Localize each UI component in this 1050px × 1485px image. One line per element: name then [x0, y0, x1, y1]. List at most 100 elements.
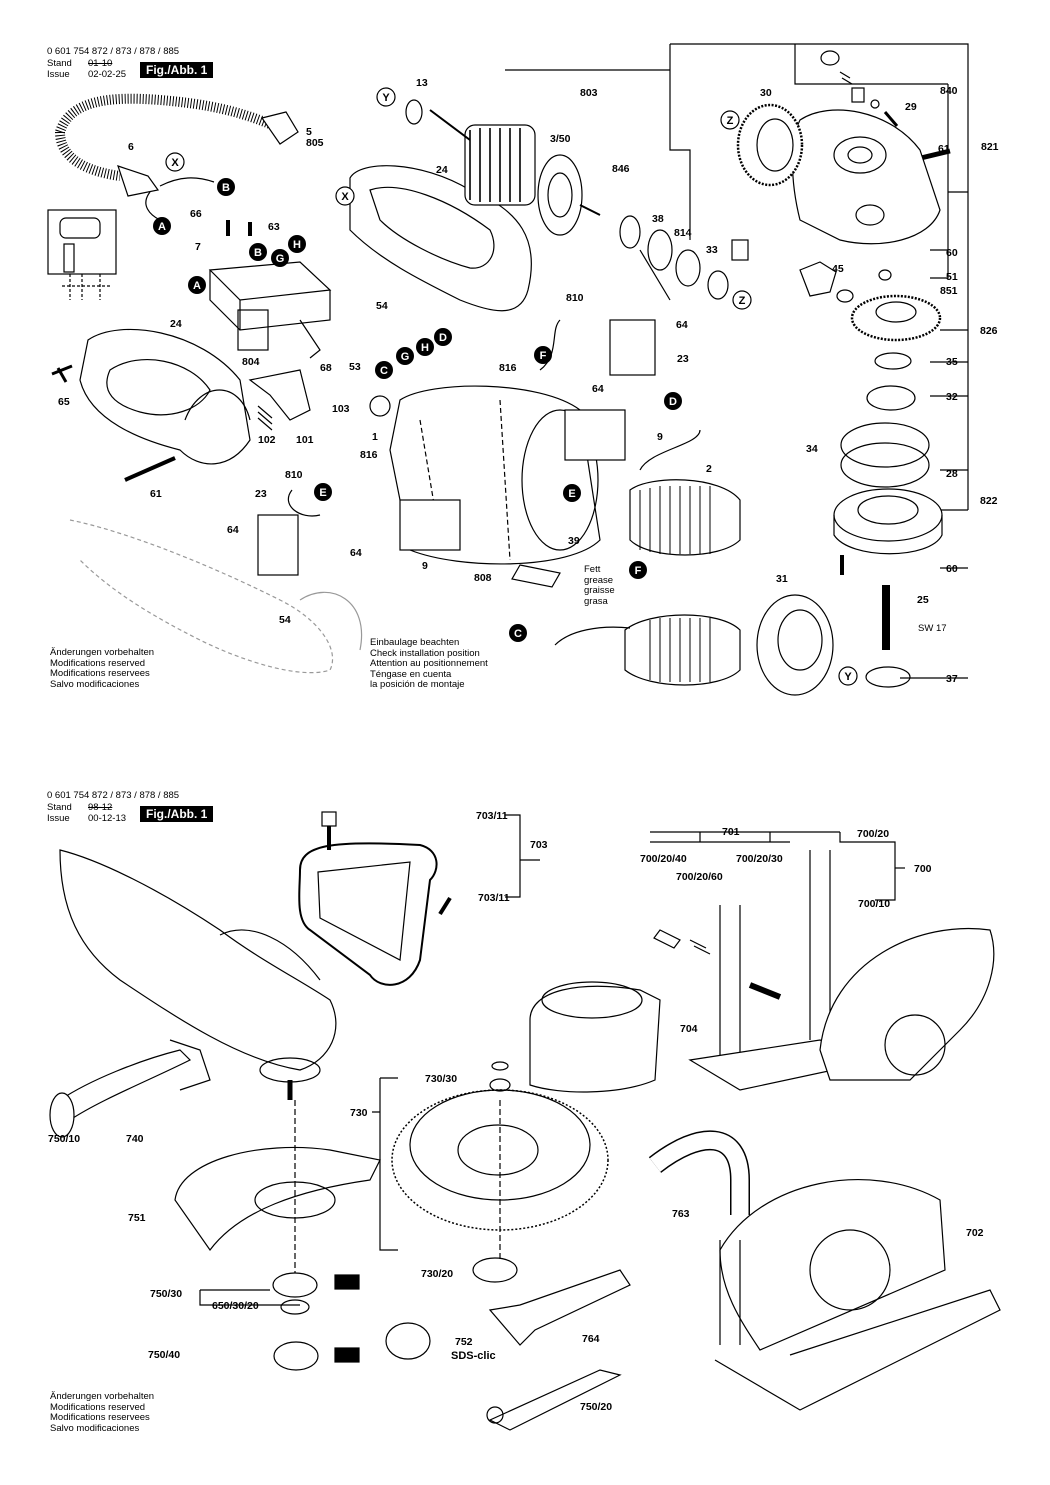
svg-text:D: D: [439, 332, 447, 344]
svg-text:54: 54: [279, 614, 291, 626]
svg-text:B: B: [254, 247, 262, 259]
svg-text:64: 64: [350, 547, 362, 559]
svg-text:F: F: [540, 350, 547, 362]
svg-text:51: 51: [946, 271, 958, 283]
svg-text:701: 701: [722, 826, 740, 838]
svg-text:740: 740: [126, 1133, 144, 1145]
svg-text:102: 102: [258, 434, 276, 446]
grease-note: Fett grease graisse grasa: [584, 564, 615, 607]
model-number: 0 601 754 872 / 873 / 878 / 885: [47, 46, 180, 57]
install-line: Check installation position: [370, 647, 480, 659]
svg-text:31: 31: [776, 573, 788, 585]
letter-callouts-outline: [165, 87, 858, 686]
svg-text:751: 751: [128, 1212, 146, 1224]
modifications-line: Salvo modificaciones: [50, 678, 140, 690]
svg-text:Y: Y: [382, 92, 390, 104]
svg-text:D: D: [669, 396, 677, 408]
svg-text:28: 28: [946, 468, 958, 480]
svg-text:F: F: [635, 565, 642, 577]
svg-text:7: 7: [195, 241, 201, 253]
svg-text:63: 63: [268, 221, 280, 233]
svg-text:840: 840: [940, 85, 958, 97]
svg-text:700/20: 700/20: [857, 828, 889, 840]
svg-text:G: G: [276, 253, 285, 265]
model-number-2: 0 601 754 872 / 873 / 878 / 885: [47, 790, 180, 801]
sw-label: SW 17: [918, 623, 947, 634]
svg-text:Z: Z: [739, 295, 746, 307]
issue-label: Issue: [47, 69, 70, 80]
svg-text:814: 814: [674, 227, 692, 239]
svg-text:730/20: 730/20: [421, 1268, 453, 1280]
svg-text:101: 101: [296, 434, 314, 446]
stand-label: Stand: [47, 58, 72, 69]
figure-label: Fig./Abb. 1: [140, 62, 214, 78]
svg-text:29: 29: [905, 101, 917, 113]
svg-text:C: C: [514, 628, 522, 640]
svg-text:X: X: [171, 157, 179, 169]
svg-text:700/10: 700/10: [858, 898, 890, 910]
modifications-line: Modifications reservees: [50, 668, 150, 679]
install-note: Einbaulage beachten Check installation p…: [370, 637, 488, 691]
svg-text:9: 9: [422, 560, 428, 572]
svg-text:816: 816: [499, 362, 517, 374]
svg-text:3/50: 3/50: [550, 133, 571, 145]
svg-text:E: E: [319, 487, 326, 499]
svg-text:33: 33: [706, 244, 718, 256]
svg-text:700/20/30: 700/20/30: [736, 853, 783, 865]
svg-text:9: 9: [657, 431, 663, 443]
svg-text:763: 763: [672, 1208, 690, 1220]
svg-text:C: C: [380, 365, 388, 377]
svg-text:822: 822: [980, 495, 998, 507]
svg-text:821: 821: [981, 141, 999, 153]
svg-text:25: 25: [917, 594, 929, 606]
svg-text:703: 703: [530, 839, 548, 851]
svg-text:23: 23: [677, 353, 689, 365]
modifications-line: Modifications reservees: [50, 1412, 150, 1423]
svg-text:54: 54: [376, 300, 388, 312]
svg-text:24: 24: [436, 164, 448, 176]
modifications-note-2: Änderungen vorbehalten Modifications res…: [50, 1391, 155, 1434]
svg-text:Y: Y: [844, 671, 852, 683]
svg-text:A: A: [158, 221, 166, 233]
modifications-line: Änderungen vorbehalten: [50, 1391, 155, 1402]
issue-label-2: Issue: [47, 813, 70, 824]
stand-label-2: Stand: [47, 802, 72, 813]
svg-text:700: 700: [914, 863, 932, 875]
svg-text:764: 764: [582, 1333, 600, 1345]
svg-text:846: 846: [612, 163, 630, 175]
svg-text:H: H: [421, 342, 429, 354]
svg-text:700/20/40: 700/20/40: [640, 853, 687, 865]
svg-text:6: 6: [128, 141, 134, 153]
svg-text:5: 5: [306, 126, 312, 138]
svg-text:24: 24: [170, 318, 182, 330]
install-line: Attention au positionnement: [370, 658, 488, 669]
svg-text:34: 34: [806, 443, 818, 455]
grease-line: Fett: [584, 564, 601, 575]
svg-text:53: 53: [349, 361, 361, 373]
letter-callouts-filled: [153, 178, 682, 642]
svg-text:1: 1: [372, 431, 378, 443]
svg-text:32: 32: [946, 391, 958, 403]
modifications-line: Änderungen vorbehalten: [50, 647, 155, 658]
svg-text:750/10: 750/10: [48, 1133, 80, 1145]
svg-text:804: 804: [242, 356, 260, 368]
svg-text:G: G: [401, 351, 410, 363]
svg-text:816: 816: [360, 449, 378, 461]
svg-text:Z: Z: [727, 115, 734, 127]
svg-text:700/20/60: 700/20/60: [676, 871, 723, 883]
svg-text:64: 64: [592, 383, 604, 395]
svg-text:702: 702: [966, 1227, 984, 1239]
svg-text:H: H: [293, 239, 301, 251]
modifications-line: Salvo modificaciones: [50, 1422, 140, 1434]
svg-text:752: 752: [455, 1336, 473, 1348]
figure-label-2: Fig./Abb. 1: [140, 806, 214, 822]
svg-text:703/11: 703/11: [478, 892, 510, 904]
svg-text:810: 810: [285, 469, 303, 481]
modifications-line: Modifications reserved: [50, 657, 146, 669]
svg-text:13: 13: [416, 77, 428, 89]
svg-text:64: 64: [227, 524, 239, 536]
modifications-note: Änderungen vorbehalten Modifications res…: [50, 647, 155, 690]
svg-text:103: 103: [332, 403, 350, 415]
svg-text:30: 30: [760, 87, 772, 99]
